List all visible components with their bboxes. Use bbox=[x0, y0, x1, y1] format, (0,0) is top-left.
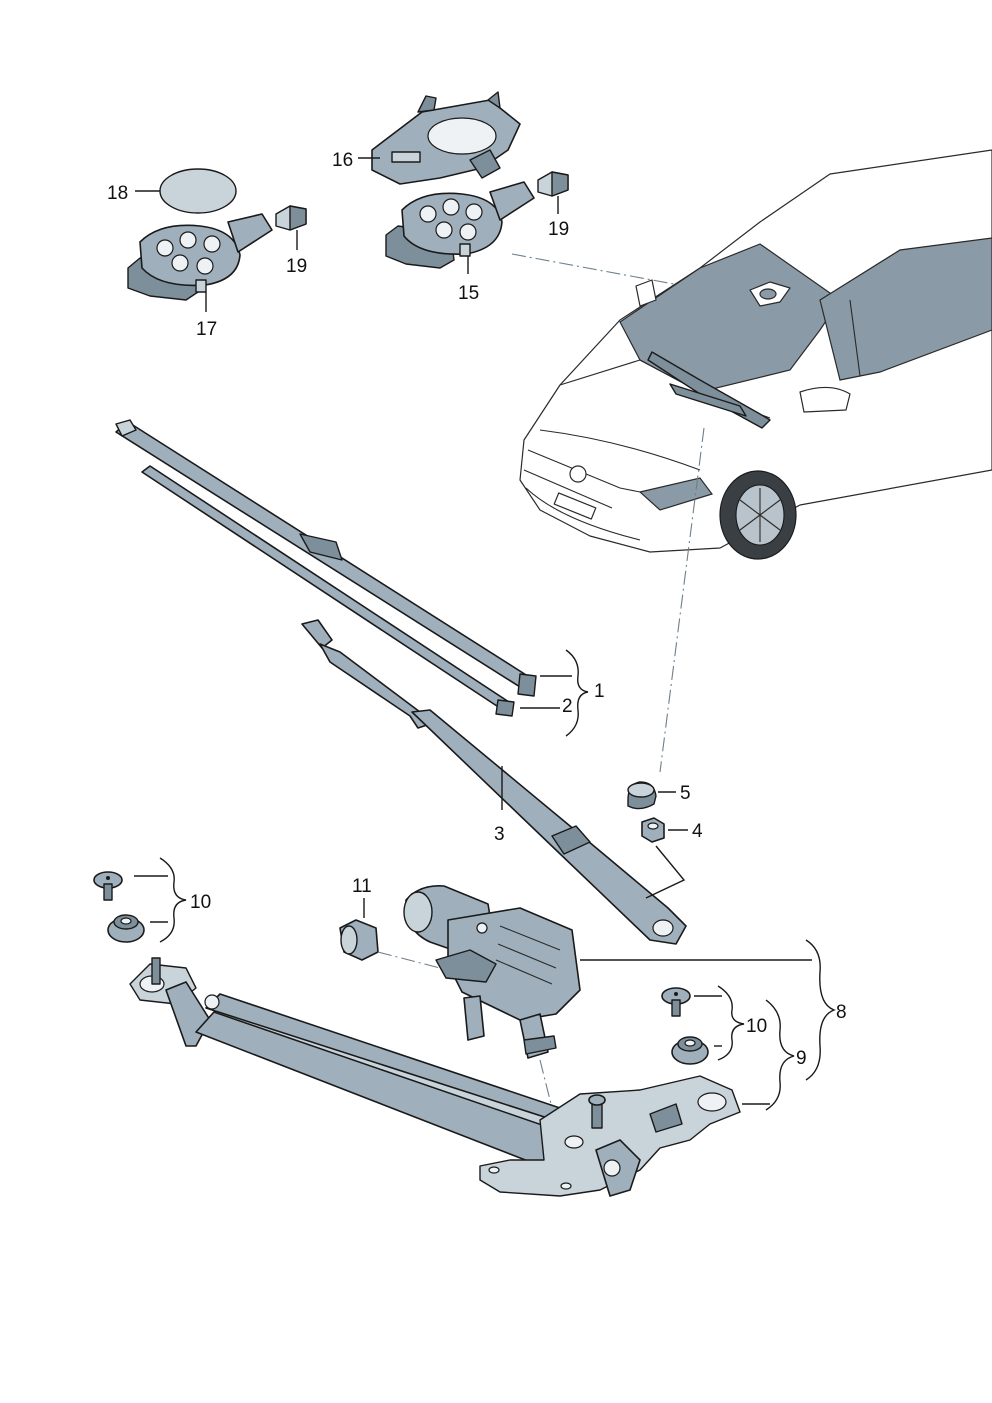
callout-16: 16 bbox=[332, 150, 353, 171]
wiper-motor-8 bbox=[403, 884, 581, 1059]
callout-17: 17 bbox=[196, 319, 217, 340]
cap-5 bbox=[627, 781, 657, 810]
callout-5: 5 bbox=[680, 783, 691, 804]
connector-19-right bbox=[537, 171, 569, 197]
bolt-10-right bbox=[661, 987, 691, 1017]
bushing-10-right bbox=[671, 1036, 709, 1065]
callout-1: 1 bbox=[594, 681, 605, 702]
connector-19-left bbox=[275, 205, 307, 231]
bolt-10-left bbox=[93, 871, 123, 901]
callout-10-left: 10 bbox=[190, 892, 211, 913]
nut-4 bbox=[641, 817, 665, 843]
callout-4: 4 bbox=[692, 821, 703, 842]
callout-8: 8 bbox=[836, 1002, 847, 1023]
wiper-blade-2 bbox=[141, 465, 515, 717]
callout-19-right: 19 bbox=[548, 219, 569, 240]
rain-sensor-17 bbox=[127, 213, 273, 301]
wiper-blade-1 bbox=[115, 419, 537, 697]
sensor-disc-18 bbox=[159, 168, 237, 214]
callout-19-left: 19 bbox=[286, 256, 307, 277]
callout-2: 2 bbox=[562, 696, 573, 717]
callout-15: 15 bbox=[458, 283, 479, 304]
callout-9: 9 bbox=[796, 1048, 807, 1069]
callout-3: 3 bbox=[494, 824, 505, 845]
wiper-linkage-9 bbox=[129, 957, 741, 1197]
callout-10-right: 10 bbox=[746, 1016, 767, 1037]
callout-18: 18 bbox=[107, 183, 128, 204]
wiper-arm-3 bbox=[301, 619, 687, 945]
rain-sensor-15 bbox=[385, 181, 535, 269]
bushing-10-left bbox=[107, 914, 145, 943]
vehicle-illustration bbox=[519, 149, 992, 560]
callout-11: 11 bbox=[352, 876, 372, 897]
connector-11 bbox=[339, 919, 379, 961]
sensor-bracket-16 bbox=[371, 91, 521, 185]
